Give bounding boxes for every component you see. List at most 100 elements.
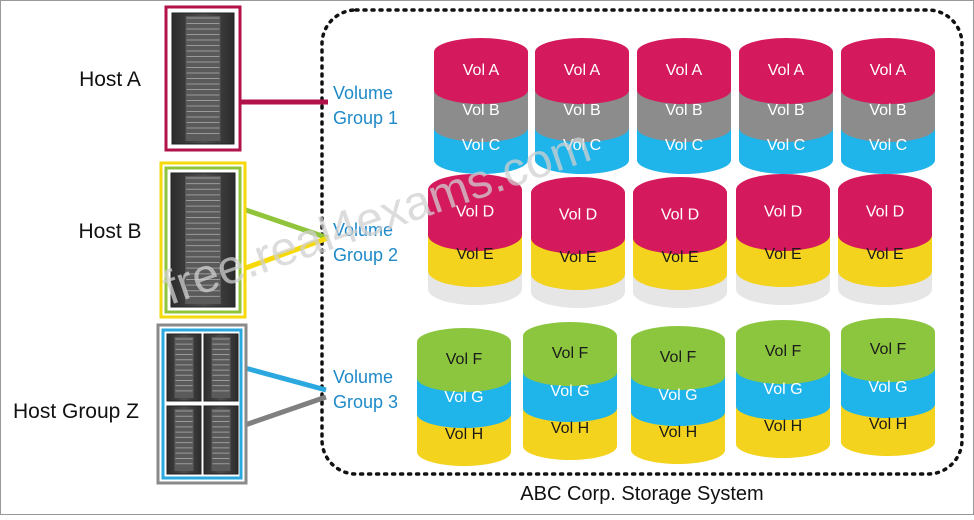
volume-label: Vol D <box>764 203 802 220</box>
volume-segment <box>736 406 830 458</box>
host-group-z-frame-inner <box>161 328 243 480</box>
volume-label: Vol A <box>666 62 703 79</box>
volume-top <box>531 177 625 209</box>
volume-top <box>736 174 830 206</box>
volume-stack: Vol F Vol G Vol H <box>631 326 725 464</box>
volume-segment <box>739 52 833 104</box>
volume-segment <box>739 90 833 142</box>
connector-host-group-z-blue <box>244 365 327 393</box>
volume-label: Vol E <box>764 246 801 263</box>
volume-label: Vol H <box>659 424 697 441</box>
volume-label: Vol C <box>462 137 500 154</box>
volume-top <box>434 38 528 66</box>
volume-stack: Vol D Vol E <box>531 177 625 308</box>
volume-top <box>631 326 725 354</box>
volume-top <box>739 38 833 66</box>
volume-label: Vol C <box>665 137 703 154</box>
volume-label: Vol E <box>661 249 698 266</box>
volume-label: Vol A <box>463 62 500 79</box>
volume-segment <box>841 332 935 382</box>
volume-label: Vol C <box>563 137 601 154</box>
host-b-frame-inner <box>164 166 242 314</box>
volume-label: Vol B <box>563 102 600 119</box>
volume-label: Vol H <box>445 426 483 443</box>
volume-label: Vol E <box>559 249 596 266</box>
volume-label: Vol B <box>869 102 906 119</box>
volume-segment <box>736 370 830 420</box>
volume-top <box>841 38 935 66</box>
volume-segment <box>535 90 629 142</box>
volume-label: Vol G <box>868 379 907 396</box>
volume-segment <box>535 52 629 104</box>
connector-host-group-z-gray <box>244 394 327 428</box>
volume-label: Vol C <box>869 137 907 154</box>
volume-stack: Vol D Vol E <box>838 174 932 305</box>
volume-label: Vol D <box>559 206 597 223</box>
volume-segment <box>428 190 522 251</box>
volume-top <box>838 174 932 206</box>
volume-stacks: Vol A Vol B Vol C Vol A Vol B Vol C Vol A Vol B… <box>417 38 935 466</box>
volume-segment <box>841 368 935 418</box>
volume-group-1-label: Volume Group 1 <box>333 83 398 128</box>
volume-label: Vol A <box>870 62 907 79</box>
volume-segment <box>841 90 935 142</box>
volume-segment <box>637 90 731 142</box>
volume-label: Vol A <box>768 62 805 79</box>
volume-label: Vol E <box>456 246 493 263</box>
host-a-label: Host A <box>79 68 141 91</box>
host-b <box>159 161 247 319</box>
server-rack-icon <box>166 333 202 402</box>
volume-label: Vol G <box>658 387 697 404</box>
volume-segment <box>631 412 725 464</box>
volume-stack: Vol D Vol E <box>736 174 830 305</box>
connector-host-b-green <box>239 205 329 241</box>
volume-stack: Vol A Vol B Vol C <box>739 38 833 174</box>
volume-label: Vol H <box>764 418 802 435</box>
volume-group-1-line1: Volume <box>333 83 393 103</box>
volume-segment <box>523 372 617 422</box>
volume-segment <box>631 376 725 426</box>
volume-top <box>637 38 731 66</box>
volume-top <box>417 328 511 356</box>
volume-label: Vol D <box>456 203 494 220</box>
volume-segment <box>736 334 830 384</box>
volume-stack: Vol A Vol B Vol C <box>535 38 629 174</box>
volume-stack: Vol F Vol G Vol H <box>417 328 511 466</box>
volume-group-3-line1: Volume <box>333 367 393 387</box>
volume-segment <box>736 190 830 251</box>
volume-label: Vol F <box>446 351 483 368</box>
volume-label: Vol G <box>444 389 483 406</box>
volume-label: Vol H <box>551 420 589 437</box>
volume-label: Vol E <box>866 246 903 263</box>
volume-label: Vol F <box>660 349 697 366</box>
volume-label: Vol F <box>765 343 802 360</box>
volume-label: Vol B <box>767 102 804 119</box>
volume-group-1-line2: Group 1 <box>333 108 398 128</box>
host-b-label: Host B <box>78 220 141 243</box>
volume-segment <box>417 378 511 428</box>
connectors <box>239 99 329 428</box>
volume-label: Vol H <box>869 416 907 433</box>
volume-segment <box>841 52 935 104</box>
volume-label: Vol A <box>564 62 601 79</box>
server-rack-icon <box>203 405 239 475</box>
volume-label: Vol D <box>866 203 904 220</box>
server-rack-icon <box>166 405 202 475</box>
volume-group-3-label: Volume Group 3 <box>333 367 398 412</box>
volume-segment <box>838 190 932 251</box>
volume-top <box>841 318 935 346</box>
volume-label: Vol F <box>552 345 589 362</box>
volume-stack: Vol D Vol E <box>428 174 522 305</box>
volume-top <box>523 322 617 350</box>
server-rack-icon <box>170 172 236 308</box>
volume-segment <box>633 193 727 254</box>
volume-top <box>633 177 727 209</box>
host-group-z <box>156 323 248 485</box>
volume-label: Vol C <box>767 137 805 154</box>
